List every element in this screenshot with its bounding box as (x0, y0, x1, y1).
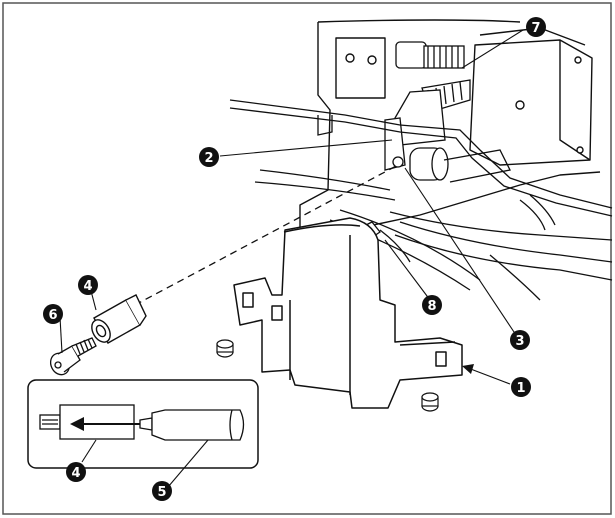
svg-text:5: 5 (157, 485, 166, 500)
leader-arrow-1 (467, 367, 511, 385)
callout-3: 3 (510, 330, 530, 350)
leader-arrow-1-head (462, 364, 474, 374)
cover (233, 217, 463, 409)
bracket (384, 89, 446, 171)
svg-text:1: 1 (516, 381, 525, 396)
callout-6: 6 (43, 304, 63, 324)
sleeve (91, 294, 147, 344)
shaft (409, 147, 511, 183)
svg-text:8: 8 (427, 299, 436, 314)
inset-arrow-head (70, 417, 84, 431)
callout-1: 1 (511, 377, 531, 397)
svg-text:3: 3 (515, 334, 524, 349)
cover-screw-left (216, 339, 234, 358)
svg-text:6: 6 (48, 308, 57, 323)
screw (49, 337, 97, 376)
cover-screw-right (421, 392, 439, 412)
callout-8: 8 (422, 295, 442, 315)
callout-7: 7 (526, 17, 546, 37)
machine-frame-tubes (229, 99, 613, 301)
svg-text:2: 2 (204, 151, 213, 166)
svg-text:4: 4 (71, 466, 80, 481)
svg-text:4: 4 (83, 279, 92, 294)
assembly-guide-line (134, 164, 399, 306)
callout-2: 2 (199, 147, 219, 167)
sleeve-inset (39, 404, 135, 440)
callout-4: 4 (78, 275, 98, 295)
callout-5: 5 (152, 481, 172, 501)
svg-text:7: 7 (531, 21, 540, 36)
grease-tube (139, 409, 245, 441)
callout-4-inset: 4 (66, 462, 86, 482)
